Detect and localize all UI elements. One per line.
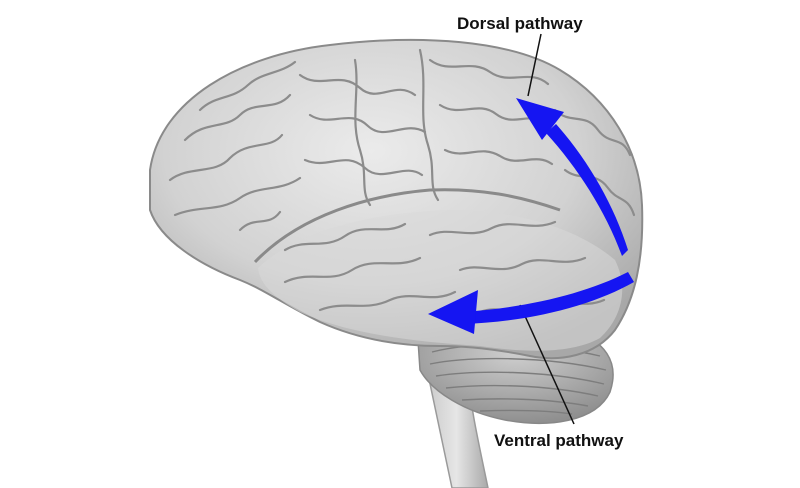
ventral-leader-line bbox=[519, 304, 575, 425]
dorsal-pathway-arrow bbox=[516, 98, 628, 256]
lateral-sulcus bbox=[253, 188, 561, 264]
gyri-pattern bbox=[168, 48, 636, 314]
ventral-pathway-arrow bbox=[428, 272, 634, 334]
ventral-pathway-label: Ventral pathway bbox=[494, 431, 624, 450]
dorsal-leader-line bbox=[527, 33, 542, 97]
dorsal-pathway-label: Dorsal pathway bbox=[457, 14, 583, 33]
